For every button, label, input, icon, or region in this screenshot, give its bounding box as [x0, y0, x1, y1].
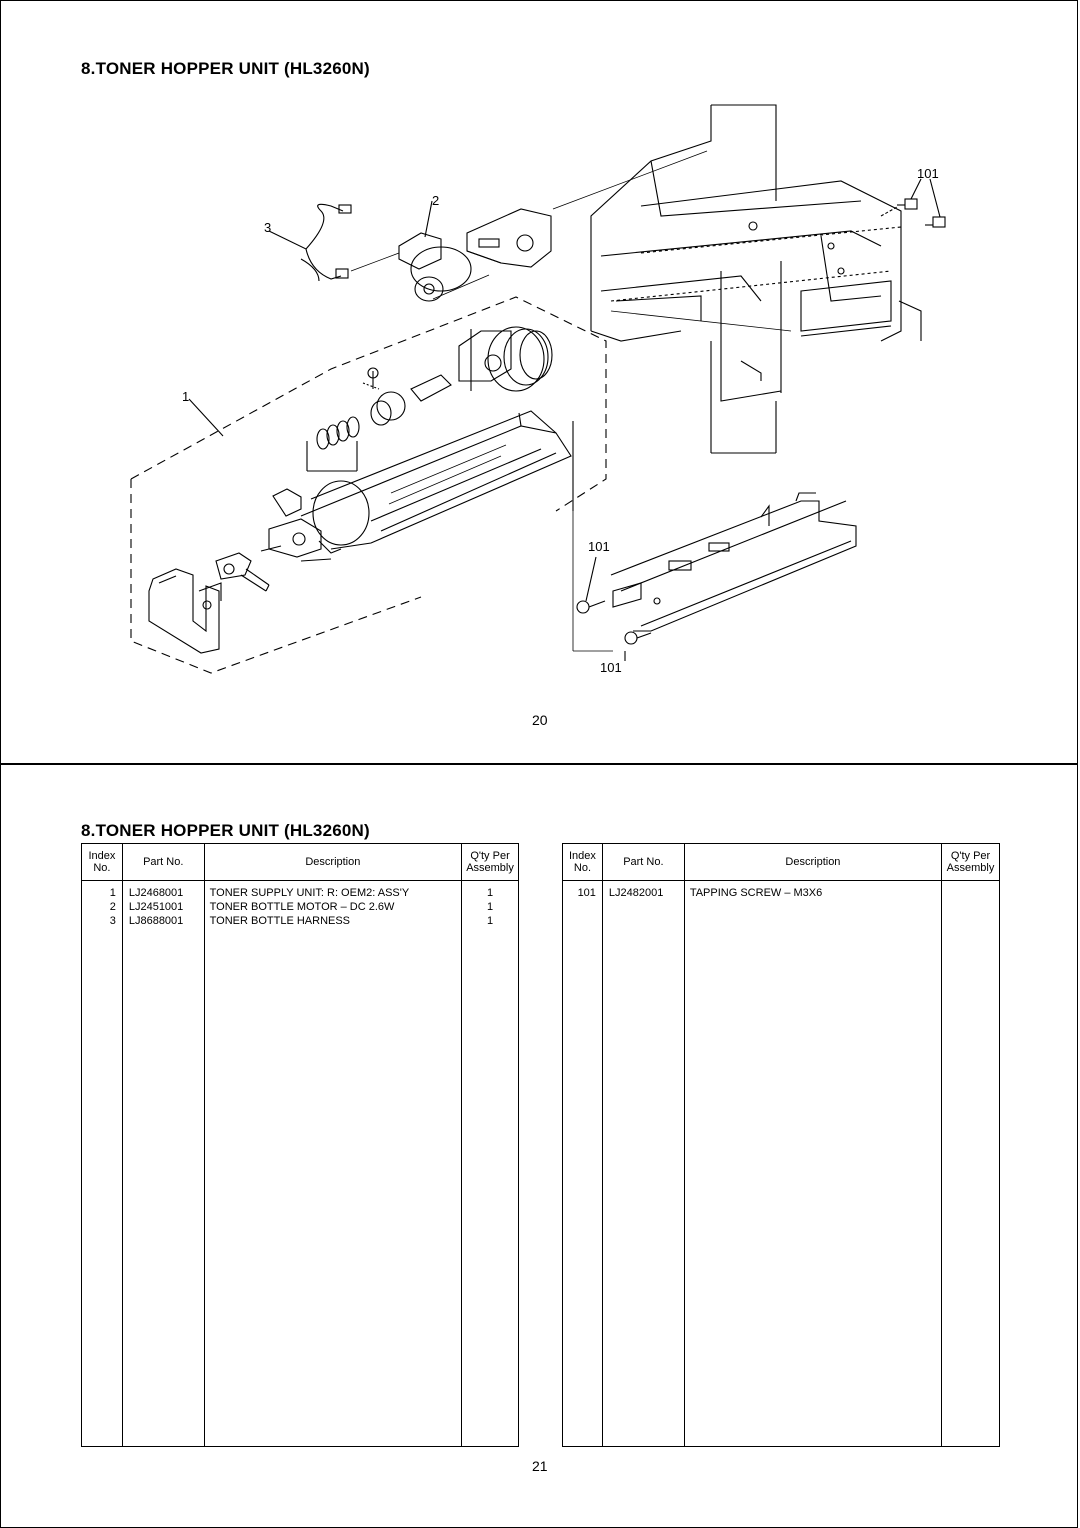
bracket-drawing	[466, 208, 552, 268]
callout-1: 1	[182, 389, 190, 404]
page-number: 20	[532, 712, 548, 728]
callout-101: 101	[917, 166, 939, 181]
gear-assembly-drawing	[362, 326, 553, 426]
part-no-cell: LJ2468001	[121, 880, 205, 900]
callout-101: 101	[600, 660, 622, 675]
description-cell: TONER BOTTLE MOTOR – DC 2.6W	[203, 900, 463, 914]
exploded-parts-diagram	[130, 104, 946, 674]
qty-cell: 1	[461, 900, 519, 914]
callout-3: 3	[264, 220, 272, 235]
description-cell: TAPPING SCREW – M3X6	[683, 880, 943, 900]
col-header-part-no: Part No.	[121, 843, 205, 881]
part-no-cell: LJ8688001	[121, 914, 205, 928]
table-filler-row	[81, 928, 519, 1447]
index-cell: 3	[81, 914, 123, 928]
callout-101: 101	[588, 539, 610, 554]
table-filler-row	[562, 900, 1000, 1447]
part-no-cell: LJ2451001	[121, 900, 205, 914]
part-no-cell: LJ2482001	[601, 880, 685, 900]
index-cell: 1	[81, 880, 123, 900]
drive-end-drawing	[260, 480, 370, 562]
page-number: 21	[532, 1458, 548, 1474]
table-row: 101 LJ2482001 TAPPING SCREW – M3X6	[562, 880, 1000, 900]
index-cell: 101	[562, 880, 603, 900]
spring-drawing	[306, 416, 360, 472]
col-header-description: Description	[203, 843, 463, 881]
page-title: 8.TONER HOPPER UNIT (HL3260N)	[81, 59, 370, 78]
qty-cell	[941, 880, 1000, 900]
rail-drawing	[610, 492, 857, 632]
coupling-drawing	[215, 552, 270, 592]
index-cell: 2	[81, 900, 123, 914]
qty-cell: 1	[461, 880, 519, 900]
diagram-page: 8.TONER HOPPER UNIT (HL3260N)	[0, 0, 1078, 764]
leader-1	[188, 398, 224, 437]
table-row: 3 LJ8688001 TONER BOTTLE HARNESS 1	[81, 914, 519, 928]
assembly-dashed-outline	[130, 296, 607, 674]
holder-drawing	[148, 568, 222, 654]
screws-lower-drawing	[576, 556, 652, 661]
col-header-description: Description	[683, 843, 943, 881]
qty-cell: 1	[461, 914, 519, 928]
toner-tube-drawing	[300, 410, 574, 550]
screws-top-drawing	[880, 178, 946, 228]
motor-drawing	[398, 200, 472, 302]
table-row: 1 LJ2468001 TONER SUPPLY UNIT: R: OEM2: …	[81, 880, 519, 900]
table-row: 2 LJ2451001 TONER BOTTLE MOTOR – DC 2.6W…	[81, 900, 519, 914]
description-cell: TONER SUPPLY UNIT: R: OEM2: ASS'Y	[203, 880, 463, 900]
callout-2: 2	[432, 193, 440, 208]
col-header-part-no: Part No.	[601, 843, 685, 881]
description-cell: TONER BOTTLE HARNESS	[203, 914, 463, 928]
printer-frame-drawing	[590, 104, 922, 402]
harness-drawing	[268, 203, 352, 282]
page-title: 8.TONER HOPPER UNIT (HL3260N)	[81, 821, 370, 840]
